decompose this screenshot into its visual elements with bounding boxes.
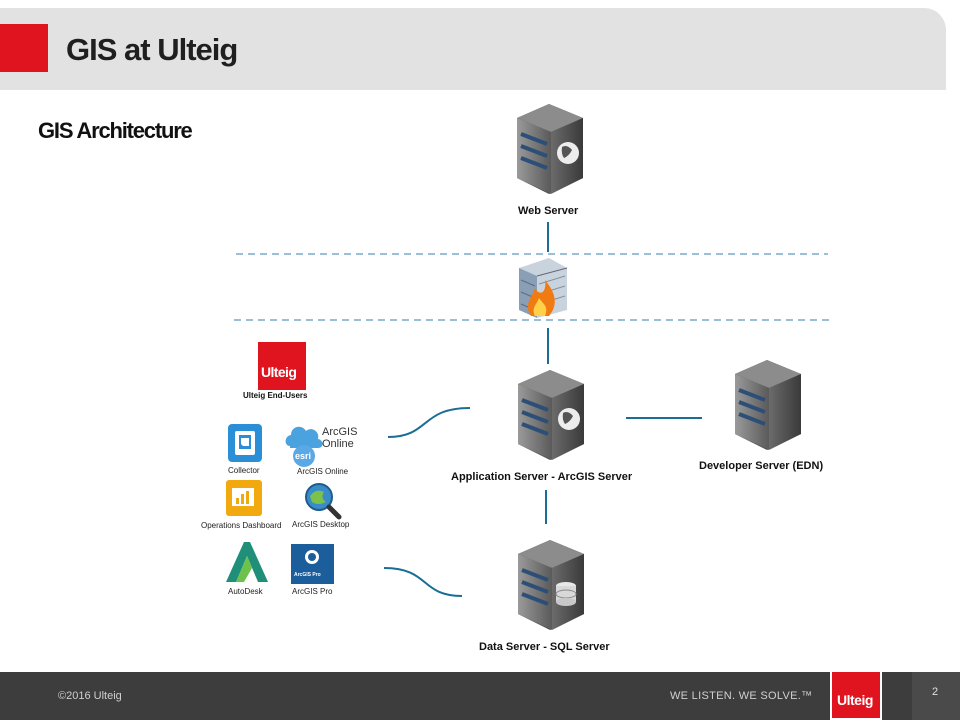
copyright-text: ©2016 Ulteig [58, 690, 122, 702]
arcgis-desktop-icon [305, 483, 342, 520]
arcgis-online-icon [285, 426, 323, 467]
firewall-icon [519, 258, 568, 318]
arcgis-online-label: ArcGIS Online [297, 467, 349, 476]
app-server-icon [516, 368, 586, 462]
connector-users-data [383, 567, 463, 597]
footer-bar: ©2016 Ulteig WE LISTEN. WE SOLVE.™ [0, 672, 960, 720]
page-number: 2 [932, 686, 939, 698]
ops-dashboard-icon [226, 480, 262, 516]
arcgis-desktop-label: ArcGIS Desktop [292, 520, 350, 529]
ulteig-logo-text: Ulteig [261, 364, 297, 380]
web-server-label: Web Server [518, 205, 579, 217]
arcgis-pro-logo-text: ArcGIS Pro [294, 572, 321, 578]
arcgis-pro-label: ArcGIS Pro [292, 587, 333, 596]
footer-logo: Ulteig [830, 670, 882, 720]
esri-logo-text: esri [295, 451, 312, 461]
autodesk-icon [226, 542, 268, 582]
data-server-label: Data Server - SQL Server [479, 641, 610, 653]
autodesk-label: AutoDesk [228, 587, 263, 596]
collector-icon [228, 424, 262, 462]
page-number-box: 2 [912, 672, 960, 720]
header-bar [0, 8, 946, 90]
data-server-icon [516, 538, 586, 632]
tagline-text: WE LISTEN. WE SOLVE.™ [670, 690, 813, 702]
header-accent [0, 24, 48, 72]
ulteig-logo [258, 342, 306, 390]
end-users-label: Ulteig End-Users [243, 391, 308, 400]
collector-label: Collector [228, 466, 260, 475]
web-server-icon [515, 102, 585, 196]
dev-server-icon [733, 358, 803, 452]
section-title: GIS Architecture [38, 118, 193, 143]
ops-dashboard-label: Operations Dashboard [201, 521, 282, 530]
app-server-label: Application Server - ArcGIS Server [451, 471, 633, 483]
arcgis-pro-icon [291, 544, 334, 584]
page-title: GIS at Ulteig [66, 32, 238, 67]
connector-users-app [387, 407, 471, 438]
footer-logo-text: Ulteig [837, 692, 873, 708]
dev-server-label: Developer Server (EDN) [699, 460, 824, 472]
arcgis-online-logo-text: ArcGIS Online [322, 426, 358, 450]
